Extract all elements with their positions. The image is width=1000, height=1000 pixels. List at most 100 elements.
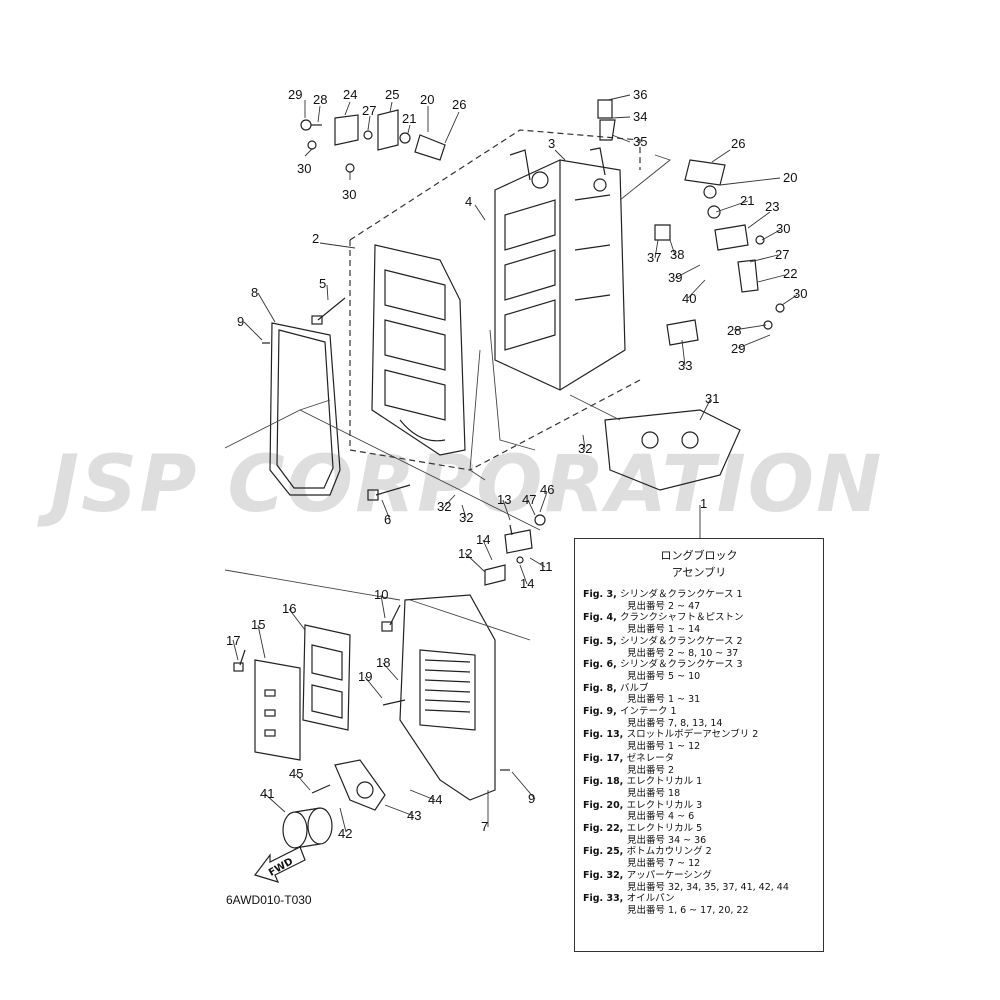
legend-refs: 見出番号 18: [627, 787, 681, 799]
legend-name: バルブ: [620, 682, 649, 694]
callout-22: 22: [783, 266, 798, 281]
gasket-31: [604, 409, 741, 491]
callout-27: 27: [775, 247, 790, 262]
callout-21: 21: [740, 193, 755, 208]
callout-42: 42: [338, 826, 353, 841]
callout-45: 45: [289, 766, 304, 781]
legend-name: エレクトリカル 3: [626, 799, 703, 811]
callout-17: 17: [226, 633, 241, 648]
legend-refs: 見出番号 7 ~ 12: [627, 858, 701, 870]
callout-9: 9: [237, 314, 245, 329]
callout-28: 28: [727, 323, 742, 338]
callout-41: 41: [260, 786, 275, 801]
legend-title: ロングブロック アセンブリ: [575, 547, 823, 581]
callout-3: 3: [548, 136, 556, 151]
oil-pan: [399, 594, 496, 801]
callout-32: 32: [437, 499, 452, 514]
cover-plate-15: [254, 659, 301, 761]
callout-28: 28: [313, 92, 328, 107]
callout-20: 20: [420, 92, 435, 107]
callout-11: 11: [539, 559, 553, 574]
callout-21: 21: [402, 111, 417, 126]
legend-item: Fig. 32, アッパーケーシング見出番号 32, 34, 35, 37, 4…: [583, 870, 823, 893]
legend-fig: Fig. 18,: [583, 776, 627, 788]
legend-refs: 見出番号 34 ~ 36: [627, 834, 707, 846]
block-outline: [349, 129, 641, 471]
thermostat-cluster: [300, 109, 446, 173]
legend-refs: 見出番号 1 ~ 14: [627, 624, 701, 636]
legend-refs: 見出番号 5 ~ 10: [627, 670, 701, 682]
gasket-8: [269, 322, 341, 496]
callout-20: 20: [783, 170, 798, 185]
callout-29: 29: [731, 341, 746, 356]
legend-fig: Fig. 6,: [583, 659, 620, 671]
legend-fig: Fig. 3,: [583, 589, 620, 600]
callout-6: 6: [384, 512, 392, 527]
callout-47: 47: [522, 492, 537, 507]
callout-32: 32: [459, 510, 474, 525]
callout-38: 38: [670, 247, 685, 262]
legend-fig: Fig. 4,: [583, 612, 620, 624]
callout-32: 32: [578, 441, 593, 456]
legend-name: シリンダ＆クランクケース 2: [620, 635, 743, 647]
legend-name: インテーク 1: [620, 706, 677, 718]
callout-8: 8: [251, 285, 259, 300]
legend-name: シリンダ＆クランクケース 3: [620, 659, 743, 671]
legend-item: Fig. 8, バルブ見出番号 1 ~ 31: [583, 683, 823, 706]
callout-46: 46: [540, 482, 555, 497]
callout-40: 40: [682, 291, 697, 306]
callout-12: 12: [458, 546, 473, 561]
legend-refs: 見出番号 2 ~ 8, 10 ~ 37: [627, 647, 739, 659]
bolts: [233, 297, 513, 794]
legend-refs: 見出番号 1 ~ 12: [627, 741, 701, 753]
callout-30: 30: [342, 187, 357, 202]
callout-2: 2: [312, 231, 320, 246]
callout-43: 43: [407, 808, 422, 823]
legend-item: Fig. 4, クランクシャフト＆ピストン見出番号 1 ~ 14: [583, 612, 823, 635]
callout-30: 30: [297, 161, 312, 176]
legend-refs: 見出番号 4 ~ 6: [627, 811, 695, 823]
legend-name: アッパーケーシング: [626, 869, 712, 881]
oil-filter-41: [282, 807, 333, 849]
crankcase: [371, 244, 466, 456]
legend-title-line1: ロングブロック: [660, 549, 738, 562]
legend-name: スロットルボデーアセンブリ 2: [626, 729, 759, 741]
assembly-lines: [224, 154, 671, 641]
callout-27: 27: [362, 103, 377, 118]
callout-33: 33: [678, 358, 693, 373]
sensor-cluster: [484, 514, 546, 586]
legend-name: エレクトリカル 1: [626, 776, 703, 788]
callout-13: 13: [497, 492, 512, 507]
legend-name: エレクトリカル 5: [626, 823, 703, 835]
legend-fig: Fig. 20,: [583, 799, 627, 811]
callout-10: 10: [374, 587, 389, 602]
callout-34: 34: [633, 109, 648, 124]
legend-refs: 見出番号 7, 8, 13, 14: [627, 717, 723, 729]
callout-7: 7: [481, 819, 489, 834]
callout-19: 19: [358, 669, 373, 684]
callout-31: 31: [705, 391, 720, 406]
fwd-arrow-shape: [254, 846, 306, 883]
legend-fig: Fig. 25,: [583, 846, 627, 858]
legend-refs: 見出番号 1 ~ 31: [627, 694, 701, 706]
legend-title-line2: アセンブリ: [671, 566, 727, 579]
callout-30: 30: [776, 221, 791, 236]
filter-bracket-43: [334, 759, 386, 811]
legend-name: オイルパン: [626, 893, 675, 905]
legend-name: ゼネレータ: [626, 752, 675, 764]
callout-37: 37: [647, 250, 662, 265]
legend-name: シリンダ＆クランクケース 1: [620, 589, 743, 600]
callout-29: 29: [288, 87, 303, 102]
callout-5: 5: [319, 276, 327, 291]
cylinder-block: [494, 147, 626, 391]
callout-18: 18: [376, 655, 391, 670]
gasket-16: [302, 624, 351, 731]
legend-refs: 見出番号 2: [627, 764, 675, 776]
